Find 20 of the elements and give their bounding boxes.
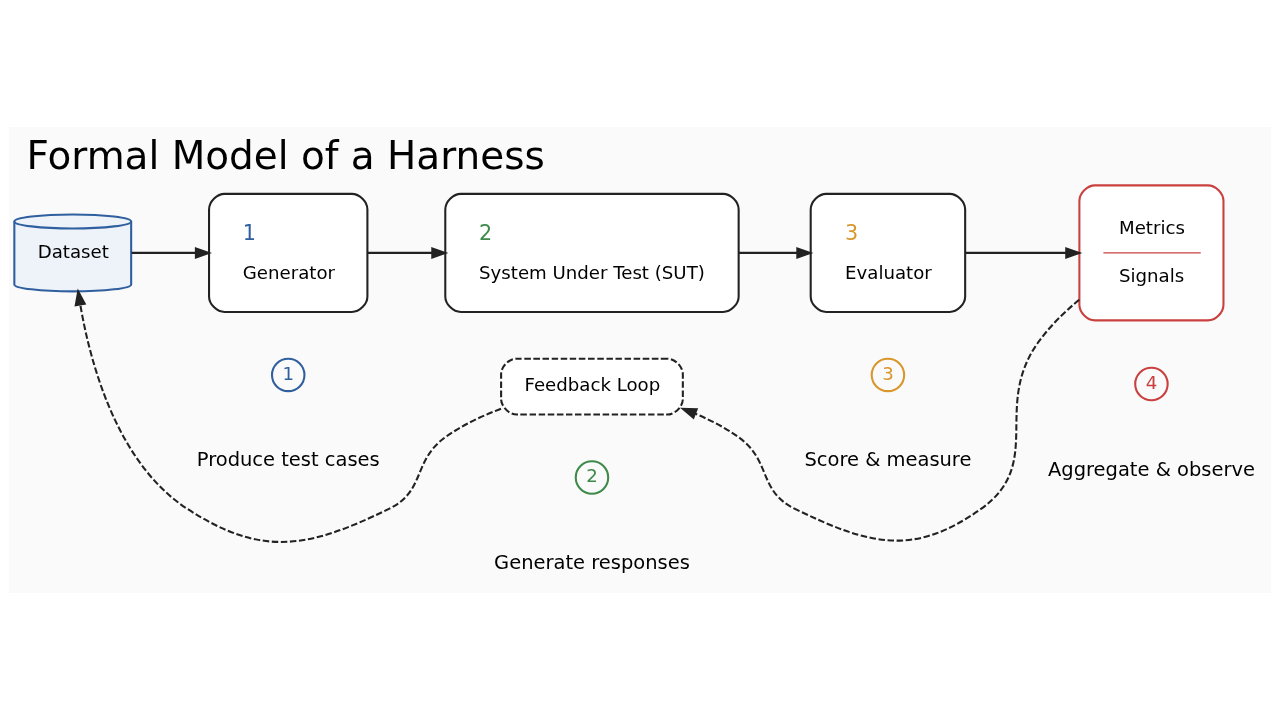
node-box: 2 System Under Test (SUT) xyxy=(444,192,740,313)
label: 4 xyxy=(1145,371,1158,393)
label: Score & measure xyxy=(804,448,972,472)
node-box: 3 Evaluator xyxy=(809,192,967,313)
label: 2 xyxy=(586,465,598,487)
label: Generate responses xyxy=(494,550,690,574)
arrow xyxy=(738,246,814,259)
arrow xyxy=(74,288,502,543)
arrow xyxy=(131,246,213,259)
arrow xyxy=(367,246,449,259)
diagram-title: Formal Model of a Harness xyxy=(26,132,545,178)
node-box: 1 Generator xyxy=(208,192,369,313)
arrow xyxy=(680,299,1080,542)
label: Produce test cases xyxy=(196,448,380,472)
label: Aggregate & observe xyxy=(1047,457,1255,481)
label: 3 xyxy=(882,362,894,384)
arrow xyxy=(965,246,1083,259)
label: 1 xyxy=(282,362,295,384)
node-box: Feedback Loop xyxy=(500,357,684,416)
node-box: Metrics Signals xyxy=(1078,184,1225,322)
